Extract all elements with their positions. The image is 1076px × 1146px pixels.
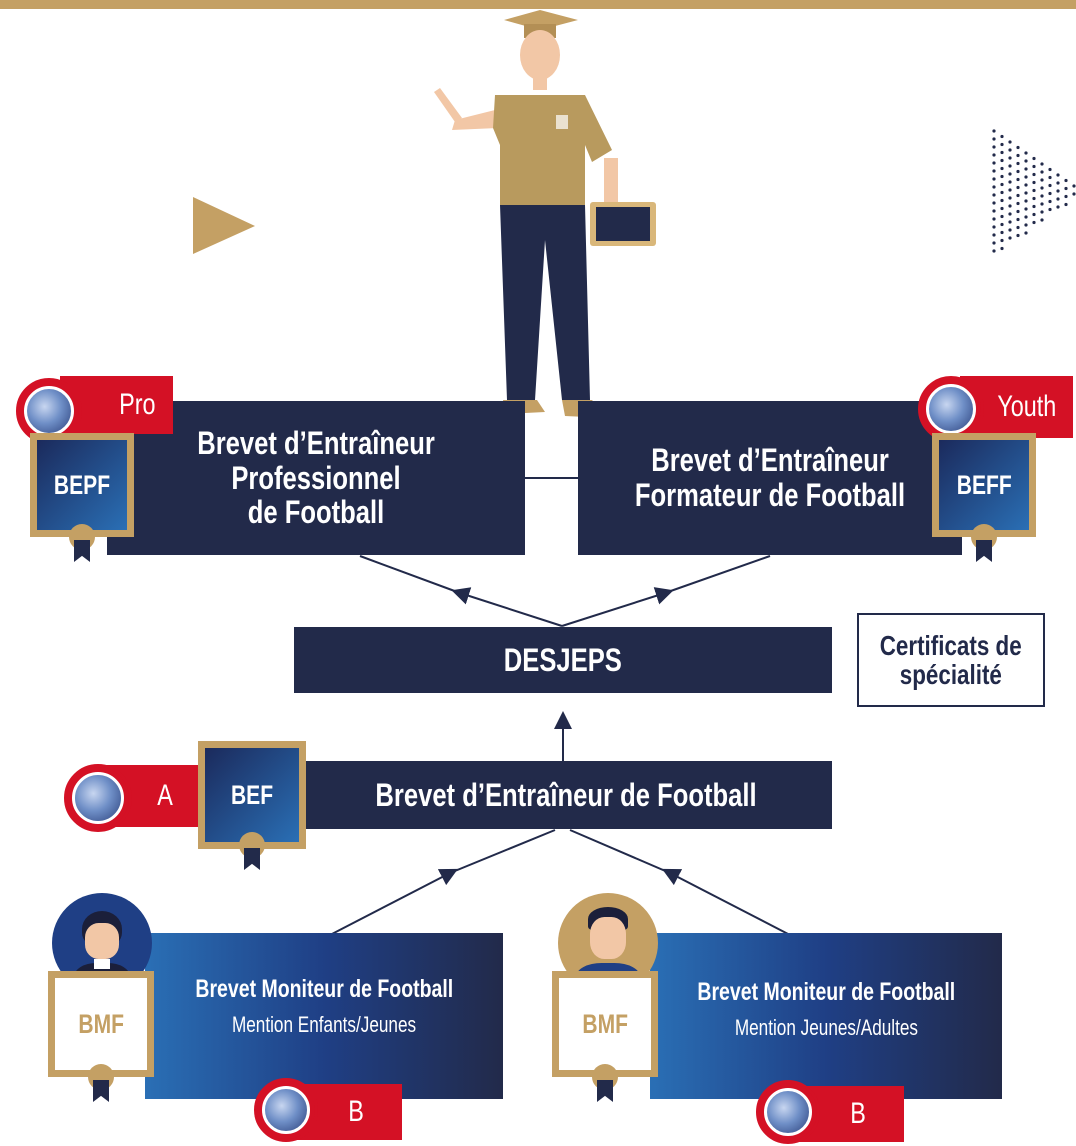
beff-certificate: BEFF [932,433,1036,537]
bmf-right-text: Brevet Moniteur de Football Mention Jeun… [650,978,1002,1041]
bmf-right-title: Brevet Moniteur de Football [697,978,955,1006]
uefa-logo-icon [254,1078,318,1142]
bmf-left-badge: BMF [78,1008,124,1039]
beff-badge: BEFF [956,469,1012,500]
certificats-line1: Certificats de [880,629,1022,661]
ribbon-icon [597,1080,613,1102]
bmf-left-mention: Mention Enfants/Jeunes [231,1012,417,1037]
beff-title-line2: Formateur de Football [634,477,906,513]
certificats-specialite-box: Certificats de spécialité [857,613,1045,707]
bepf-title: Brevet d’Entraîneur Professionnel de Foo… [149,401,483,555]
bmf-left-box [145,933,503,1099]
bepf-certificate: BEPF [30,433,134,537]
bef-badge: BEF [230,779,274,810]
bef-box [300,761,832,829]
bmf-left-to-bef-arrow [329,868,458,936]
desjeps-to-bepf-line [359,555,461,594]
uefa-a-label: A [157,779,173,812]
bepf-badge: BEPF [53,469,111,500]
uefa-youth-label: Youth [996,390,1057,423]
bmf-right-box [650,933,1002,1099]
coach-illustration [434,10,656,418]
desjeps-box: DESJEPS [294,627,832,693]
bepf-title-line2: Professionnel [231,459,401,496]
bepf-title-line1: Brevet d’Entraîneur [197,425,435,462]
bepf-box [107,401,525,555]
uefa-logo-icon [918,376,984,442]
play-triangle-icon [193,197,255,254]
uefa-logo-icon [756,1080,820,1144]
desjeps-label: DESJEPS [503,641,623,678]
ribbon-icon [74,540,90,562]
uefa-b-label-left: B [348,1095,364,1128]
bmf-left-text: Brevet Moniteur de Football Mention Enfa… [145,975,503,1038]
bmf-left-to-bef-line [449,829,556,874]
bmf-right-to-bef-arrow [662,868,791,936]
beff-title-line1: Brevet d’Entraîneur [651,441,889,478]
top-accent-bar [0,0,1076,9]
uefa-logo-icon [64,764,132,832]
bmf-left-certificate: BMF [48,971,154,1077]
bef-title: Brevet d’Entraîneur de Football [375,776,757,813]
dot-triangle-pattern-icon [992,129,1076,253]
uefa-pro-label: Pro [119,388,156,421]
beff-title: Brevet d’Entraîneur Formateur de Footbal… [616,401,923,555]
bmf-right-badge: BMF [582,1008,628,1039]
ribbon-icon [244,848,260,870]
desjeps-to-beff-line [664,555,771,594]
ribbon-icon [976,540,992,562]
bef-certificate: BEF [198,741,306,849]
bepf-title-line3: de Football [247,494,385,531]
bmf-right-certificate: BMF [552,971,658,1077]
bmf-right-mention: Mention Jeunes/Adultes [734,1015,918,1040]
uefa-b-label-right: B [850,1097,866,1130]
bmf-right-to-bef-line [569,829,671,874]
desjeps-to-beff-arrow [561,587,674,627]
desjeps-to-bepf-arrow [451,587,563,627]
ribbon-icon [93,1080,109,1102]
bmf-left-title: Brevet Moniteur de Football [195,975,453,1003]
certificats-line2: spécialité [899,659,1003,690]
beff-box [578,401,962,555]
